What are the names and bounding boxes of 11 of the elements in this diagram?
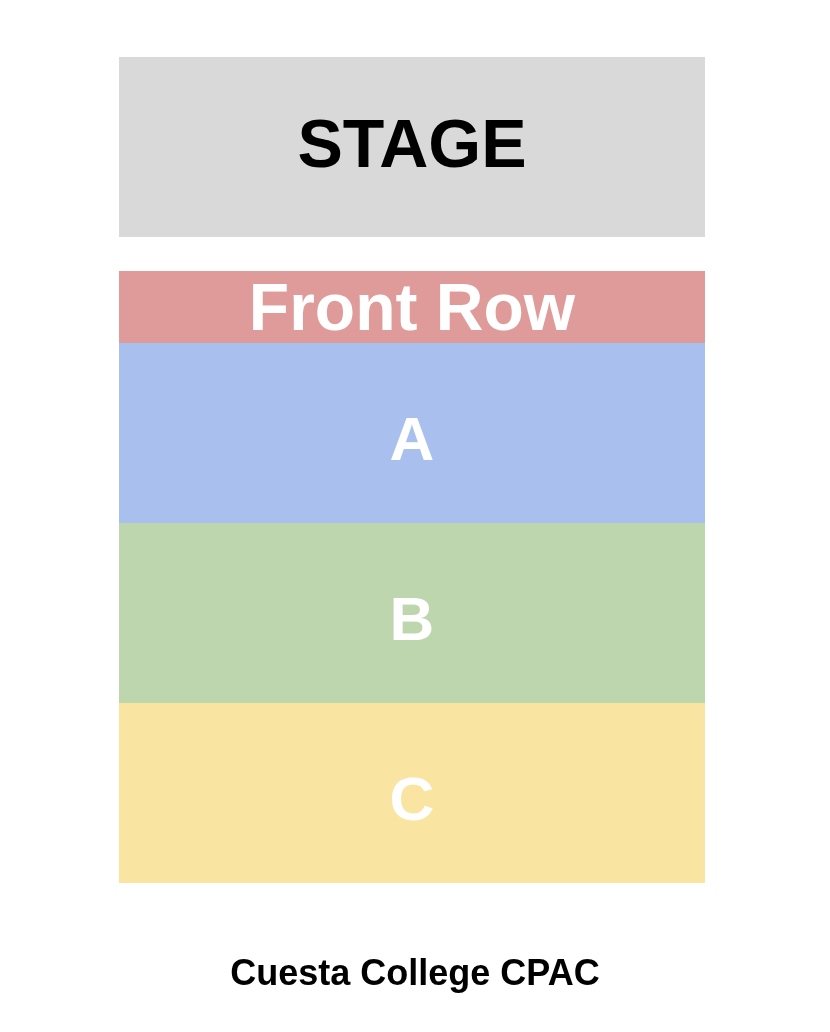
stage-area	[119, 57, 705, 237]
section-label: B	[389, 588, 435, 650]
seating-section	[119, 343, 705, 523]
section-label: C	[389, 768, 435, 830]
section-label: Front Row	[248, 274, 576, 340]
seating-section	[119, 523, 705, 703]
stage-label: STAGE	[297, 109, 527, 177]
venue-caption: Cuesta College CPAC	[229, 955, 601, 991]
seating-section	[119, 703, 705, 883]
seating-section	[119, 271, 705, 343]
section-label: A	[389, 408, 435, 470]
